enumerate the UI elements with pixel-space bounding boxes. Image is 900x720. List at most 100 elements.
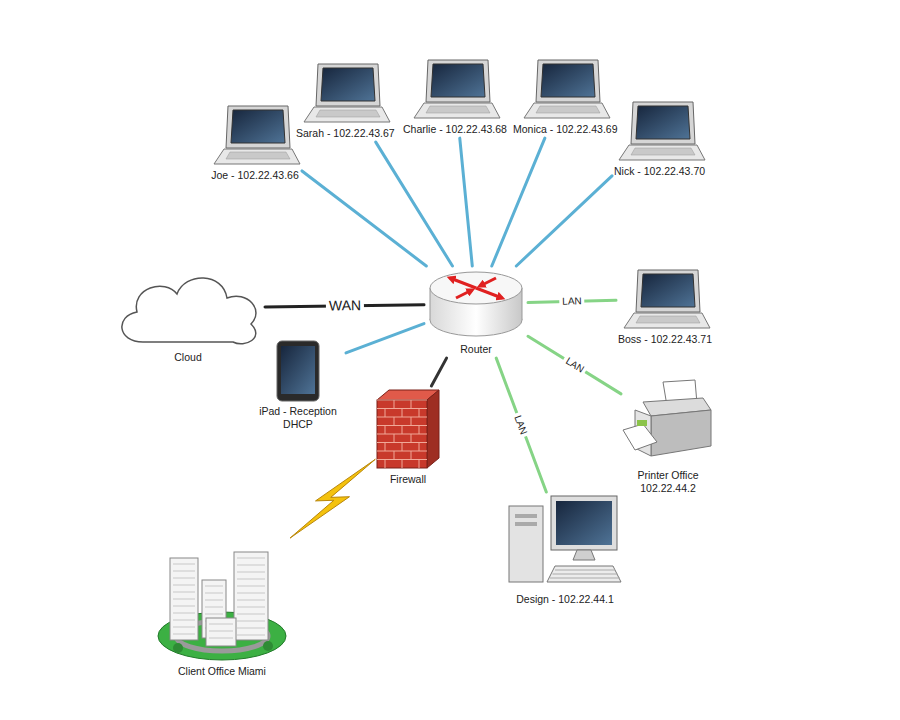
network-link: [376, 142, 453, 266]
laptop-node: Boss - 102.22.43.71: [618, 268, 712, 346]
device-label: Firewall: [377, 473, 439, 486]
brick-joint: [411, 451, 412, 460]
network-link: [460, 138, 473, 266]
laptop-base: [304, 107, 390, 122]
network-link: [302, 171, 426, 266]
window-row: [237, 621, 265, 622]
pc-tower: [509, 506, 543, 582]
brick-joint: [377, 451, 427, 452]
brick-joint: [411, 434, 412, 443]
firewall-icon: [377, 388, 439, 470]
window-row: [205, 593, 223, 594]
laptop-icon: [210, 104, 300, 166]
device-label: Cloud: [113, 351, 263, 364]
keyboard: [547, 566, 621, 582]
window-row: [237, 628, 265, 629]
link-label: WAN: [325, 298, 363, 314]
window-row: [173, 571, 195, 572]
laptop-base: [624, 313, 710, 328]
window-row: [205, 600, 223, 601]
window-row: [237, 593, 265, 594]
window-row: [173, 592, 195, 593]
window-row: [205, 586, 223, 587]
ipad-node: iPad - Reception DHCP: [252, 340, 344, 431]
window-row: [237, 586, 265, 587]
monitor-stand: [573, 550, 595, 560]
brick-joint: [402, 409, 403, 418]
window-row: [173, 564, 195, 565]
brick-joint: [411, 400, 412, 409]
brick-joint: [419, 426, 420, 435]
printer-side: [651, 410, 711, 456]
window-row: [237, 607, 265, 608]
window-row: [173, 606, 195, 607]
building: [206, 618, 236, 646]
tablet-screen: [281, 346, 315, 394]
desktop-icon: [509, 494, 621, 590]
laptop-base: [214, 149, 300, 164]
window-row: [173, 585, 195, 586]
laptop-base: [414, 103, 500, 118]
desktop-node: Design - 102.22.44.1: [509, 494, 621, 606]
laptop-lid: [636, 270, 700, 312]
office-node: Client Office Miami: [156, 540, 288, 678]
laptop-lid: [426, 60, 490, 102]
laptop-node: Joe - 102.22.43.66: [210, 104, 300, 182]
device-label: Joe - 102.22.43.66: [210, 169, 300, 182]
laptop-keyboard: [536, 106, 600, 113]
brick-joint: [385, 426, 386, 435]
network-link: [516, 176, 612, 266]
brick-joint: [419, 409, 420, 418]
network-link: [346, 324, 424, 353]
laptop-node: Monica - 102.22.43.69: [513, 58, 618, 136]
laptop-node: Sarah - 102.22.43.67: [296, 62, 395, 140]
brick-joint: [385, 443, 386, 452]
window-row: [173, 599, 195, 600]
link-label: LAN: [512, 411, 531, 439]
key-row: [555, 570, 615, 571]
brick-joint: [377, 417, 427, 418]
laptop-lid: [631, 102, 695, 144]
window-row: [209, 638, 233, 639]
cloud-node: Cloud: [113, 268, 263, 364]
laptop-keyboard: [636, 316, 700, 323]
window-row: [237, 579, 265, 580]
laptop-icon: [615, 100, 705, 162]
brick-joint: [419, 460, 420, 469]
tree: [263, 641, 273, 651]
laptop-lid: [536, 60, 600, 102]
device-label: Boss - 102.22.43.71: [618, 333, 712, 346]
router-arrow: [450, 278, 476, 288]
brick-joint: [402, 460, 403, 469]
laptop-keyboard: [226, 152, 290, 159]
brick-joint: [394, 400, 395, 409]
window-row: [237, 635, 265, 636]
brick-joint: [394, 434, 395, 443]
laptop-screen: [231, 110, 285, 143]
window-row: [237, 572, 265, 573]
device-label: Sarah - 102.22.43.67: [296, 127, 395, 140]
window-row: [173, 634, 195, 635]
window-row: [205, 614, 223, 615]
printer-icon: [623, 380, 713, 466]
office-icon: [156, 540, 288, 662]
device-label: Client Office Miami: [156, 665, 288, 678]
window-row: [173, 578, 195, 579]
printer-panel: [637, 420, 647, 426]
laptop-lid: [316, 64, 380, 106]
window-row: [237, 558, 265, 559]
laptop-node: Nick - 102.22.43.70: [614, 100, 705, 178]
key-row: [550, 578, 620, 579]
device-label: Monica - 102.22.43.69: [513, 123, 618, 136]
laptop-screen: [321, 68, 375, 101]
window-row: [237, 565, 265, 566]
network-link: [528, 336, 621, 394]
wall-front: [377, 400, 427, 468]
cloud-icon: [113, 268, 263, 348]
window-row: [209, 624, 233, 625]
brick-joint: [394, 451, 395, 460]
router-icon: [426, 268, 526, 340]
monitor-frame: [551, 496, 617, 550]
building: [170, 558, 198, 640]
